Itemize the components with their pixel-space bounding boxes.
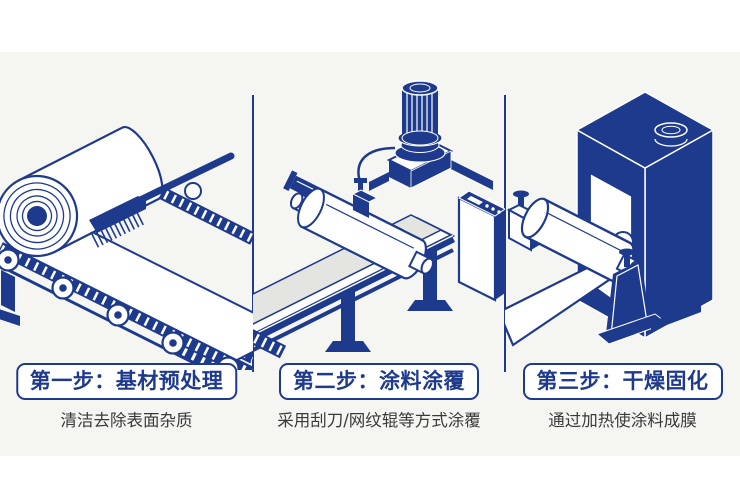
conveyor-rollers	[0, 248, 240, 370]
brush-handle	[130, 152, 235, 207]
step-title-box: 第一步：基材预处理	[15, 363, 238, 400]
far-rail-roller	[184, 182, 202, 200]
panel-divider-2	[504, 95, 506, 372]
step-title: 第二步：涂料涂覆	[293, 369, 465, 393]
brush-head	[89, 196, 146, 233]
control-panel	[457, 190, 505, 302]
motor-cable	[357, 146, 396, 183]
coating-roller	[289, 187, 434, 280]
step-subtitle: 清洁去除表面杂质	[60, 411, 193, 430]
step-panel-2: 第二步：涂料涂覆 采用刮刀/网纹辊等方式涂覆	[253, 0, 505, 480]
cleaning-brush	[89, 152, 235, 248]
conveyor-leg	[0, 270, 20, 326]
drying-oven-illustration	[505, 91, 714, 347]
conveyor-roll-and-brush-illustration	[0, 126, 253, 370]
front-roller-stand	[595, 248, 669, 345]
step-title: 第三步：干燥固化	[536, 369, 709, 393]
control-display	[467, 196, 483, 205]
roller-coating-machine-illustration	[253, 80, 505, 359]
control-buttons	[485, 198, 504, 214]
step-panel-3: 第三步：干燥固化 通过加热使涂料成膜	[505, 0, 740, 480]
table-left-hatch	[253, 329, 287, 359]
oven-vent-knob	[654, 122, 688, 147]
step-panel-1: 第一步：基材预处理 清洁去除表面杂质	[0, 0, 253, 480]
conveyor-far-rail	[145, 180, 253, 245]
panel-divider-1	[252, 95, 254, 372]
gantry-beam	[369, 160, 493, 191]
motor	[401, 80, 439, 146]
step-subtitle: 通过加热使涂料成膜	[548, 411, 697, 430]
step-subtitle: 采用刮刀/网纹辊等方式涂覆	[277, 411, 481, 430]
oven-underframe	[651, 303, 701, 331]
step-title-box: 第三步：干燥固化	[522, 363, 723, 400]
step-title-box: 第二步：涂料涂覆	[279, 363, 479, 400]
step-title: 第一步：基材预处理	[29, 369, 224, 393]
material-roll	[0, 126, 164, 258]
